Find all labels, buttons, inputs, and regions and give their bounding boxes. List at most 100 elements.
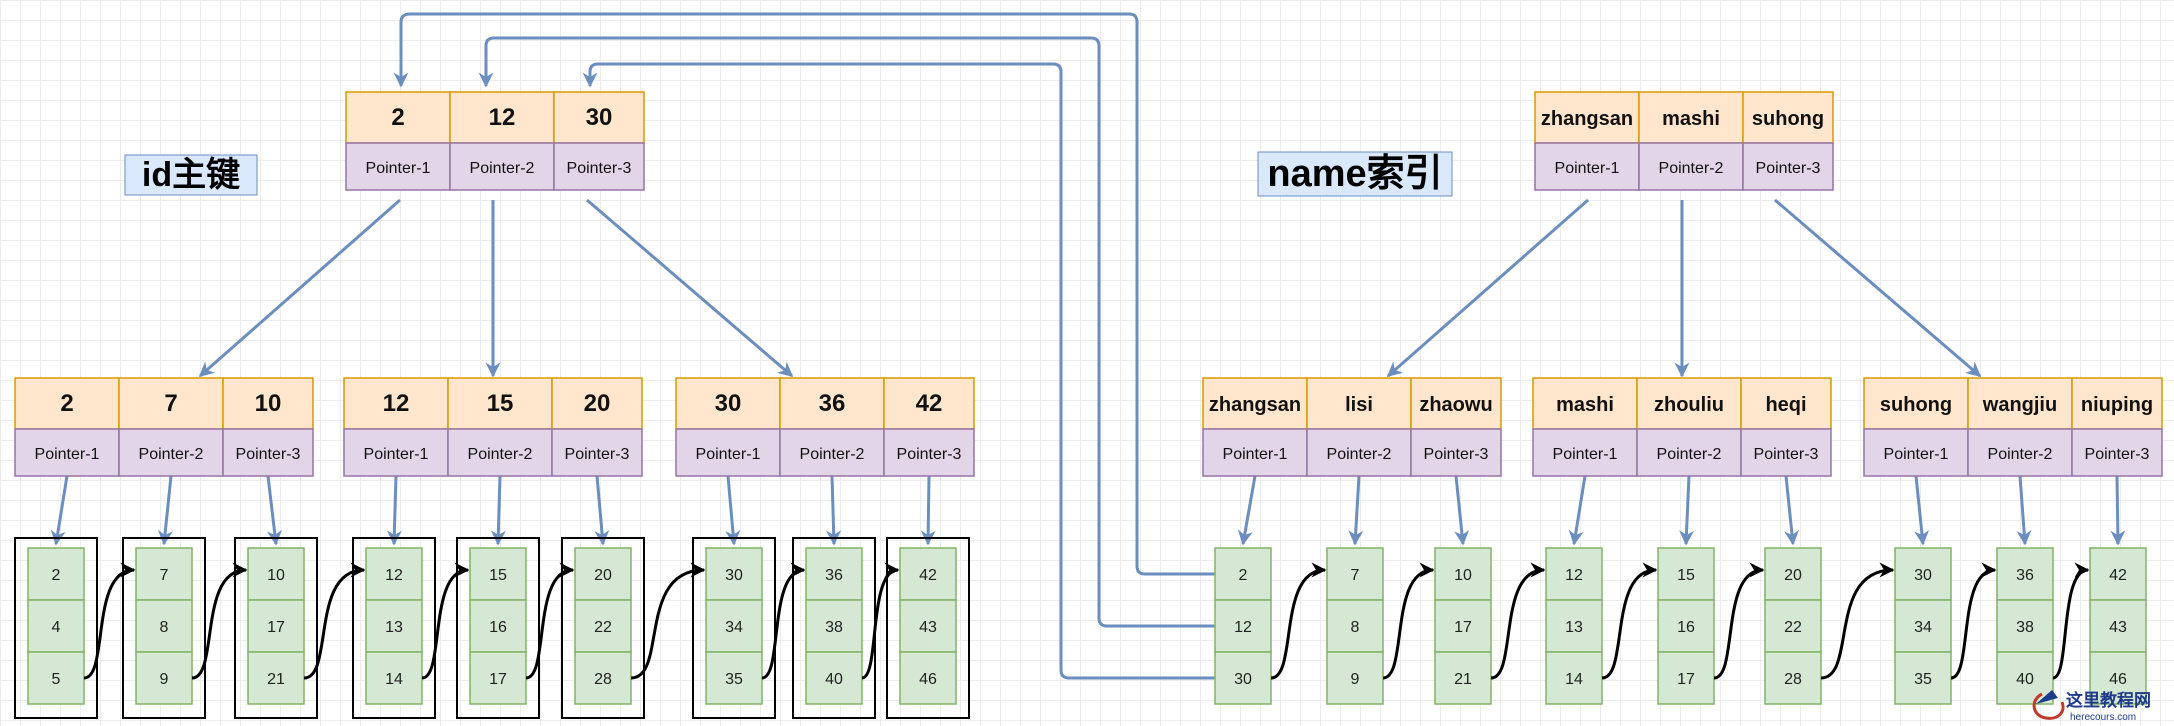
key-cell (1410, 377, 1502, 430)
leaf-value: 10 (267, 567, 285, 584)
leaf-value: 17 (1454, 619, 1472, 636)
key-label: suhong (1752, 108, 1824, 130)
leaf-value: 43 (919, 619, 937, 636)
id-index-title-text: id主键 (142, 156, 240, 194)
key-label: niuping (2081, 394, 2153, 416)
pointer-cell (345, 142, 451, 191)
leaf-cell (1996, 599, 2054, 653)
nodes-layer: 2Pointer-112Pointer-230Pointer-32Pointer… (14, 91, 2163, 719)
root-to-internal-link (1386, 198, 1589, 378)
leaf-page-frame (234, 537, 318, 719)
pointer-cell (222, 428, 314, 477)
leaf-value: 2 (52, 567, 61, 584)
internal-to-leaf-link (386, 475, 402, 546)
leaf-value: 21 (1454, 671, 1472, 688)
pointer-label: Pointer-3 (897, 446, 962, 463)
internal-to-leaf-link (1679, 475, 1695, 546)
key-label: zhouliu (1654, 394, 1724, 416)
pointer-cell (553, 142, 645, 191)
leaf-cell (1996, 651, 2054, 705)
pointer-cell (2071, 428, 2163, 477)
leaf-value: 30 (1914, 567, 1932, 584)
leaf-cell (1894, 599, 1952, 653)
internal-to-leaf-link (1237, 475, 1257, 546)
internal-to-leaf-link (1454, 475, 1470, 546)
internal-to-leaf-link (594, 475, 610, 546)
leaf-cell (247, 651, 305, 705)
key-cell (883, 377, 975, 430)
leaf-value: 46 (2109, 671, 2127, 688)
leaf-next-link (1601, 562, 1658, 680)
links-layer (50, 12, 2126, 680)
leaf-value: 8 (160, 619, 169, 636)
root-to-internal-link (198, 198, 401, 378)
internal-to-leaf-link (2016, 475, 2032, 546)
pointer-cell (1532, 428, 1638, 477)
name-leaf-page: 10 17 21 (1434, 547, 1492, 705)
leaf-cell (705, 651, 763, 705)
leaf-value: 20 (1784, 567, 1802, 584)
leaf-next-link (1713, 562, 1765, 680)
leaf-cell (2089, 547, 2147, 601)
pointer-cell (1410, 428, 1502, 477)
key-label: 12 (489, 104, 516, 131)
leaf-value: 17 (489, 671, 507, 688)
leaf-value: 34 (725, 619, 743, 636)
key-label: mashi (1556, 394, 1614, 416)
leaf-value: 17 (267, 619, 285, 636)
internal-to-leaf-link (1568, 475, 1587, 546)
key-cell (1967, 377, 2073, 430)
name-root-node: zhangsanPointer-1mashiPointer-2suhongPoi… (1534, 91, 1834, 191)
lookup-link (393, 12, 1215, 576)
leaf-value: 9 (1351, 671, 1360, 688)
pointer-label: Pointer-3 (565, 446, 630, 463)
pointer-cell (118, 428, 224, 477)
key-cell (449, 91, 555, 144)
key-cell (1532, 377, 1638, 430)
leaf-cell (1434, 651, 1492, 705)
leaf-page-frame (692, 537, 776, 719)
key-cell (1534, 91, 1640, 144)
pointer-label: Pointer-1 (364, 446, 429, 463)
key-cell (1202, 377, 1308, 430)
leaf-cell (1214, 651, 1272, 705)
leaf-cell (135, 547, 193, 601)
leaf-value: 10 (1454, 567, 1472, 584)
key-label: mashi (1662, 108, 1720, 130)
leaf-cell (1764, 599, 1822, 653)
leaf-value: 43 (2109, 619, 2127, 636)
watermark-title: 这里教程网 (2066, 690, 2151, 710)
pointer-label: Pointer-1 (1223, 446, 1288, 463)
leaf-value: 28 (594, 671, 612, 688)
internal-to-leaf-link (725, 475, 741, 546)
key-label: wangjiu (1982, 394, 2057, 416)
leaf-value: 15 (1677, 567, 1695, 584)
leaf-cell (805, 547, 863, 601)
leaf-value: 38 (825, 619, 843, 636)
key-label: zhaowu (1419, 394, 1492, 416)
internal-to-leaf-link (2110, 475, 2126, 546)
key-label: 20 (584, 390, 611, 417)
leaf-value: 16 (489, 619, 507, 636)
name-internal-node: suhongPointer-1wangjiuPointer-2niupingPo… (1863, 377, 2163, 477)
leaf-cell (247, 547, 305, 601)
pointer-cell (883, 428, 975, 477)
leaf-next-link (83, 562, 136, 680)
name-internal-node: mashiPointer-1zhouliuPointer-2heqiPointe… (1532, 377, 1832, 477)
leaf-page-frame (352, 537, 436, 719)
key-label: 30 (715, 390, 742, 417)
key-cell (222, 377, 314, 430)
name-internal-node: zhangsanPointer-1lisiPointer-2zhaowuPoin… (1202, 377, 1502, 477)
leaf-cell (365, 651, 423, 705)
key-cell (14, 377, 120, 430)
pointer-cell (675, 428, 781, 477)
leaf-value: 38 (2016, 619, 2034, 636)
key-cell (1742, 91, 1834, 144)
key-cell (2071, 377, 2163, 430)
leaf-value: 35 (1914, 671, 1932, 688)
name-leaf-page: 789 (1326, 547, 1384, 705)
